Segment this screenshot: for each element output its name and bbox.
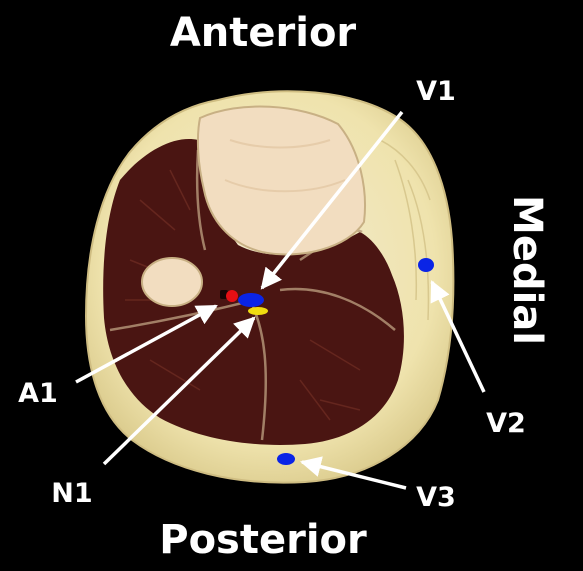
arrow-v1 <box>260 110 404 290</box>
label-medial: Medial <box>504 195 550 345</box>
superficial-vein-v2-marker <box>418 258 434 272</box>
fascia-lines <box>379 139 431 321</box>
arrow-a1 <box>75 304 218 384</box>
muscle-mass <box>103 139 404 445</box>
label-posterior: Posterior <box>159 517 367 563</box>
superficial-vein-v3-marker <box>277 453 295 465</box>
bone-inner-texture <box>224 139 346 193</box>
nerve-marker <box>248 307 268 315</box>
arrow-v2 <box>430 280 486 393</box>
artery-marker <box>226 290 238 302</box>
label-v2: V2 <box>486 408 526 439</box>
deep-vein-marker <box>238 293 264 307</box>
arrow-n1 <box>102 316 256 466</box>
arrow-v3 <box>299 456 407 490</box>
label-n1: N1 <box>51 478 92 509</box>
muscle-septa <box>109 149 396 441</box>
small-bone <box>141 257 203 307</box>
label-v1: V1 <box>416 76 456 107</box>
label-a1: A1 <box>18 378 58 409</box>
label-anterior: Anterior <box>170 10 357 56</box>
dark-vessel-marker <box>220 290 228 299</box>
label-v3: V3 <box>416 482 456 513</box>
